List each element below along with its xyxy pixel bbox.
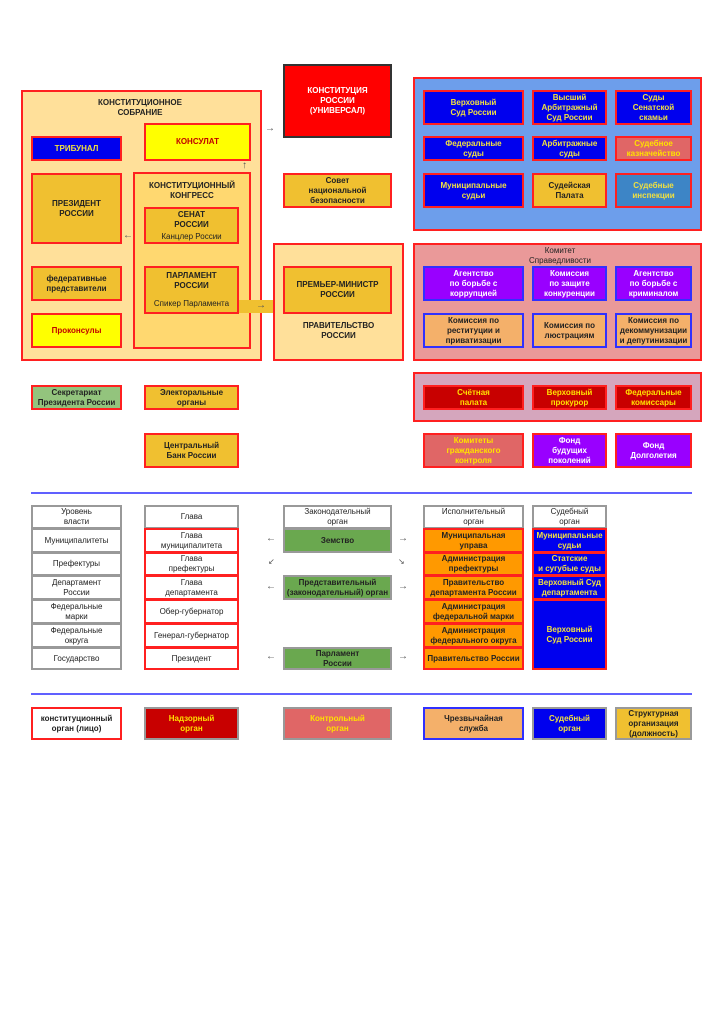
legend-judicial: Судебный орган [532, 707, 607, 740]
arrow-right-icon: → [398, 533, 408, 544]
consulate-box: КОНСУЛАТ [144, 123, 251, 161]
senate-label: СЕНАТ РОССИИ [174, 209, 209, 229]
executive-cell: Правительство России [423, 647, 524, 670]
justice-box: Агентство по борьбе с коррупцией [423, 266, 524, 301]
arrow-left-icon: ← [266, 533, 276, 544]
header-executive: Исполнительный орган [423, 505, 524, 529]
assembly-title: КОНСТИТУЦИОННОЕ СОБРАНИЕ [98, 98, 182, 117]
legend-structural: Структурная организация (должность) [615, 707, 692, 740]
arrow-left-icon: ← [123, 230, 133, 241]
legend-constitutional: конституционный орган (лицо) [31, 707, 122, 740]
oversight-box: Верховный прокурор [532, 385, 607, 410]
header-legislative: Законодательный орган [283, 505, 392, 529]
legislative-cell: Парламент России [283, 647, 392, 670]
parliament-box: ПАРЛАМЕНТ РОССИИ Спикер Парламента [144, 266, 239, 314]
chancellor-label: Канцлер России [161, 231, 222, 241]
legislative-cell: Представительный (законодательный) орган [283, 575, 392, 600]
level-cell: Департамент России [31, 575, 122, 600]
secretariat-box: Секретариат Президента России [31, 385, 122, 410]
executive-cell: Администрация федеральной марки [423, 599, 524, 624]
longevity-fund-box: Фонд Долголетия [615, 433, 692, 468]
arrow-right-icon: → [398, 651, 408, 662]
legislative-cell: Земство [283, 528, 392, 553]
constitutional-congress-group [133, 172, 251, 349]
federative-representatives-box: федеративные представители [31, 266, 122, 301]
level-cell: Федеральные марки [31, 599, 122, 624]
arrow-down-left-icon: ↙ [268, 557, 275, 566]
court-box: Арбитражные суды [532, 136, 607, 161]
court-box: Федеральные суды [423, 136, 524, 161]
justice-box: Комиссия по реституции и приватизации [423, 313, 524, 348]
constitution-box: КОНСТИТУЦИЯ РОССИИ (УНИВЕРСАЛ) [283, 64, 392, 138]
arrow-right-icon: → [256, 300, 266, 311]
arrow-left-icon: ← [266, 651, 276, 662]
divider [31, 492, 692, 494]
court-box: Высший Арбитражный Суд России [532, 90, 607, 125]
oversight-box: Счётная палата [423, 385, 524, 410]
head-cell: Глава департамента [144, 575, 239, 600]
court-box: Судейская Палата [532, 173, 607, 208]
judicial-cell: Муниципальные судьи [532, 528, 607, 553]
head-cell: Глава префектуры [144, 552, 239, 576]
arrow-up-icon: ↑ [242, 160, 247, 171]
justice-box: Комиссия по декоммунизации и депутинизац… [615, 313, 692, 348]
executive-cell: Администрация префектуры [423, 552, 524, 576]
judicial-cell: Верховный Суд России [532, 599, 607, 670]
legend-emergency: Чрезвычайная служба [423, 707, 524, 740]
executive-cell: Правительство департамента России [423, 575, 524, 600]
speaker-label: Спикер Парламента [153, 299, 230, 308]
electoral-box: Электоральные органы [144, 385, 239, 410]
legend-control: Контрольный орган [283, 707, 392, 740]
court-box: Муниципальные судьи [423, 173, 524, 208]
header-level: Уровень власти [31, 505, 122, 529]
central-bank-box: Центральный Банк России [144, 433, 239, 468]
court-box: Судебное казначейство [615, 136, 692, 161]
level-cell: Муниципалитеты [31, 528, 122, 553]
security-council-box: Совет национальной безопасности [283, 173, 392, 208]
judicial-cell: Верховный Суд департамента [532, 575, 607, 600]
level-cell: Государство [31, 647, 122, 670]
arrow-left-icon: ← [266, 581, 276, 592]
arrow-right-icon: → [265, 123, 275, 134]
legend-supervisory: Надзорный орган [144, 707, 239, 740]
head-cell: Обер-губернатор [144, 599, 239, 624]
head-cell: Генерал-губернатор [144, 623, 239, 648]
court-box: Суды Сенатской скамьи [615, 90, 692, 125]
executive-cell: Администрация федерального округа [423, 623, 524, 648]
connector [239, 300, 284, 313]
head-cell: Президент [144, 647, 239, 670]
proconsuls-box: Проконсулы [31, 313, 122, 348]
header-head: Глава [144, 505, 239, 529]
head-cell: Глава муниципалитета [144, 528, 239, 553]
judicial-cell: Статские и сугубые суды [532, 552, 607, 576]
civil-control-box: Комитеты гражданского контроля [423, 433, 524, 468]
justice-box: Комиссия по защите конкуренции [532, 266, 607, 301]
oversight-box: Федеральные комиссары [615, 385, 692, 410]
government-title: ПРАВИТЕЛЬСТВО РОССИИ [302, 321, 375, 340]
header-judicial: Судебный орган [532, 505, 607, 529]
justice-title: Комитет Справедливости [529, 246, 591, 265]
future-fund-box: Фонд будущих поколений [532, 433, 607, 468]
court-box: Судебные инспекции [615, 173, 692, 208]
parliament-label: ПАРЛАМЕНТ РОССИИ [166, 271, 217, 290]
prime-minister-box: ПРЕМЬЕР-МИНИСТР РОССИИ [283, 266, 392, 314]
congress-title: КОНСТИТУЦИОННЫЙ КОНГРЕСС [149, 181, 235, 200]
arrow-right-icon: → [398, 581, 408, 592]
executive-cell: Муниципальная управа [423, 528, 524, 553]
president-box: ПРЕЗИДЕНТ РОССИИ [31, 173, 122, 244]
level-cell: Федеральные округа [31, 623, 122, 648]
tribunal-box: ТРИБУНАЛ [31, 136, 122, 161]
justice-box: Комиссия по люстрациям [532, 313, 607, 348]
divider [31, 693, 692, 695]
justice-box: Агентство по борьбе с криминалом [615, 266, 692, 301]
level-cell: Префектуры [31, 552, 122, 576]
court-box: Верховный Суд России [423, 90, 524, 125]
senate-box: СЕНАТ РОССИИ Канцлер России [144, 207, 239, 244]
arrow-down-right-icon: ↘ [398, 557, 405, 566]
